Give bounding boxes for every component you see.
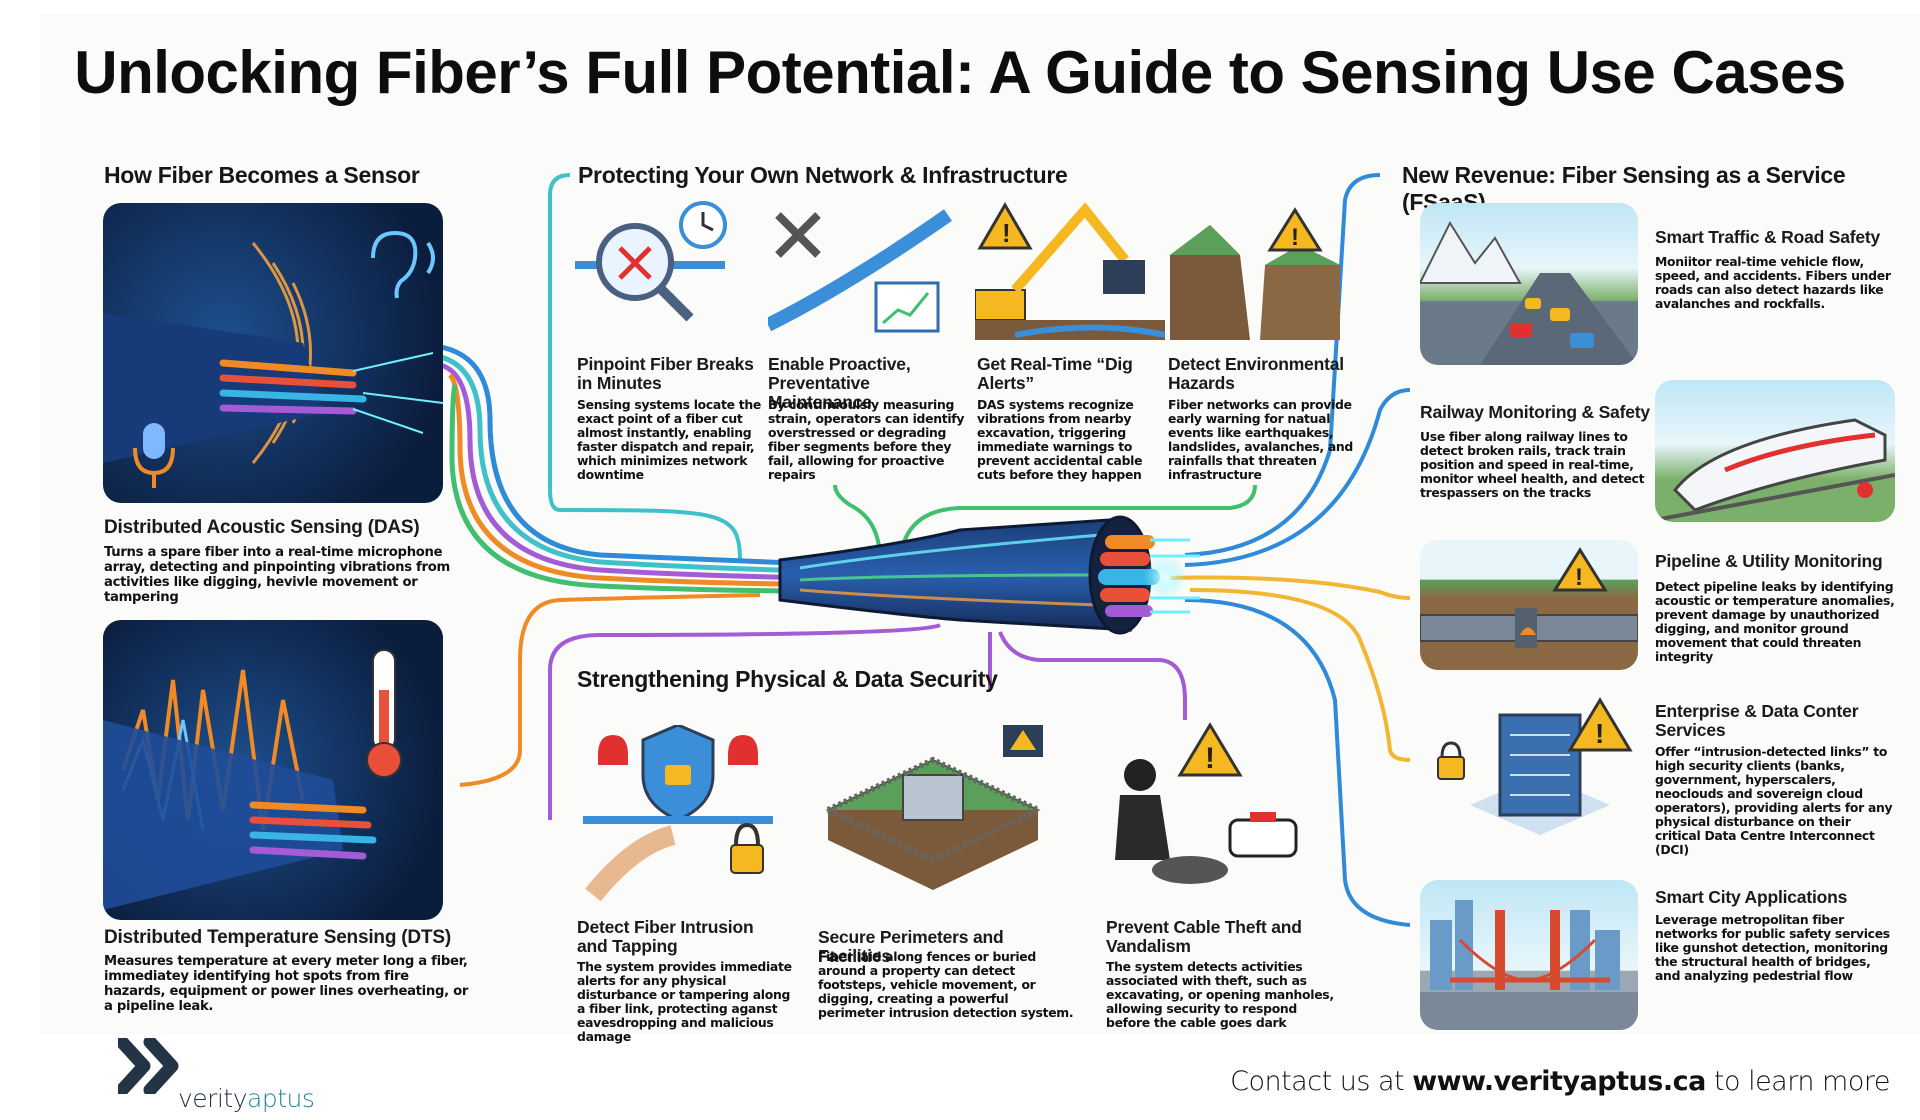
- connector-yellow-1: [1169, 575, 1411, 600]
- shield-lock-alarm-icon: [583, 725, 773, 910]
- secure-perimeters-title: Secure Perimeters and Facilities: [818, 927, 1004, 966]
- excavator-warning-icon: !: [975, 200, 1165, 340]
- highway-traffic-icon: [1420, 203, 1638, 365]
- connector-teal: [548, 173, 742, 561]
- railway-description: Use fiber along railway lines to detect …: [1420, 429, 1645, 501]
- smart-traffic-title: Smart Traffic & Road Safety: [1655, 227, 1881, 247]
- svg-text:!: !: [1205, 742, 1215, 775]
- smart-traffic-description: Moniitor real-time vehicle flow, speed, …: [1655, 254, 1891, 312]
- page-title: Unlocking Fiber’s Full Potential: A Guid…: [74, 39, 1846, 106]
- landslide-warning-icon: !: [1170, 205, 1340, 340]
- smart-city-bridge-icon: [1420, 880, 1638, 1030]
- dts-description: Measures temperature at every meter long…: [104, 954, 469, 1014]
- maintenance-description: By continuoulsly measuring strain, opera…: [768, 397, 965, 483]
- contact-line: Contact us at www.verityaptus.ca to lear…: [1230, 1066, 1890, 1097]
- pipeline-description: Detect pipeline leaks by identifying aco…: [1655, 579, 1895, 665]
- fiber-breaks-description: Sensing systems locate the exact point o…: [577, 397, 761, 483]
- railway-title: Railway Monitoring & Safety: [1420, 402, 1650, 422]
- security-section-heading: Strengthening Physical & Data Security: [577, 666, 998, 692]
- pipeline-title: Pipeline & Utility Monitoring: [1655, 551, 1883, 571]
- brand-part-1: verity: [178, 1084, 248, 1113]
- train-icon: [1655, 380, 1895, 522]
- svg-text:!: !: [1002, 218, 1011, 248]
- connector-green-1: [833, 484, 882, 561]
- environmental-hazards-title: Detect Environmental Hazards: [1168, 354, 1344, 393]
- connector-green-2: [898, 484, 1257, 561]
- brand-wordmark: verityaptus: [178, 1084, 315, 1113]
- das-description: Turns a spare fiber into a real-time mic…: [104, 545, 450, 605]
- sensor-section-heading: How Fiber Becomes a Sensor: [104, 162, 420, 188]
- connector-blue-1: [1184, 173, 1381, 557]
- svg-text:!: !: [1291, 224, 1299, 251]
- brand-part-2: aptus: [247, 1084, 315, 1113]
- connector-purple-2: [998, 631, 1187, 720]
- verityaptus-logo-icon: [118, 1038, 188, 1094]
- environmental-hazards-description: Fiber networks can provide early warning…: [1168, 397, 1353, 483]
- fiber-intrusion-description: The system provides immediate alerts for…: [577, 959, 792, 1045]
- fenced-facility-icon: [818, 720, 1048, 900]
- connector-yellow-2: [1189, 588, 1411, 762]
- enterprise-description: Offer “intrusion-detected links” to high…: [1655, 744, 1893, 858]
- microphone-icon: [133, 423, 175, 488]
- wrench-chart-icon: [768, 205, 958, 340]
- das-illustration: [103, 203, 443, 503]
- maintenance-title: Enable Proactive, Preventative Maintenan…: [768, 354, 911, 412]
- enterprise-title: Enterprise & Data Conter Services: [1655, 701, 1859, 740]
- das-title: Distributed Acoustic Sensing (DAS): [104, 517, 420, 538]
- svg-text:!: !: [1595, 718, 1604, 749]
- dig-alerts-title: Get Real-Time “Dig Alerts”: [977, 354, 1133, 393]
- cable-theft-title: Prevent Cable Theft and Vandalism: [1106, 917, 1302, 956]
- smart-city-description: Leverage metropolitan fiber networks for…: [1655, 912, 1890, 984]
- thief-manhole-icon: !: [1100, 720, 1300, 900]
- smart-city-title: Smart City Applications: [1655, 887, 1848, 907]
- contact-prefix: Contact us at: [1230, 1066, 1413, 1097]
- connector-orange: [459, 593, 761, 787]
- contact-suffix: to learn more: [1705, 1066, 1891, 1097]
- svg-text:!: !: [1575, 564, 1583, 591]
- fiber-breaks-title: Pinpoint Fiber Breaks in Minutes: [577, 354, 754, 393]
- dts-illustration: [103, 620, 443, 920]
- connector-purple-3: [548, 623, 941, 820]
- data-center-lock-icon: !: [1430, 695, 1640, 855]
- connector-blue-3: [1184, 598, 1411, 927]
- dig-alerts-description: DAS systems recognize vibrations from ne…: [977, 397, 1143, 483]
- website-link[interactable]: www.verityaptus.ca: [1412, 1066, 1706, 1097]
- fiber-intrusion-title: Detect Fiber Intrusion and Tapping: [577, 917, 754, 956]
- cable-theft-description: The system detects activities associated…: [1106, 959, 1334, 1031]
- ear-icon: [371, 230, 435, 299]
- dts-title: Distributed Temperature Sensing (DTS): [104, 927, 451, 948]
- magnifier-clock-icon: [575, 200, 735, 340]
- connector-blue-2: [1184, 388, 1411, 567]
- secure-perimeters-description: Fiber laid along fences or buried around…: [818, 949, 1074, 1021]
- pipeline-leak-icon: !: [1420, 540, 1638, 670]
- thermometer-icon: [366, 649, 402, 778]
- network-section-heading: Protecting Your Own Network & Infrastruc…: [578, 162, 1068, 188]
